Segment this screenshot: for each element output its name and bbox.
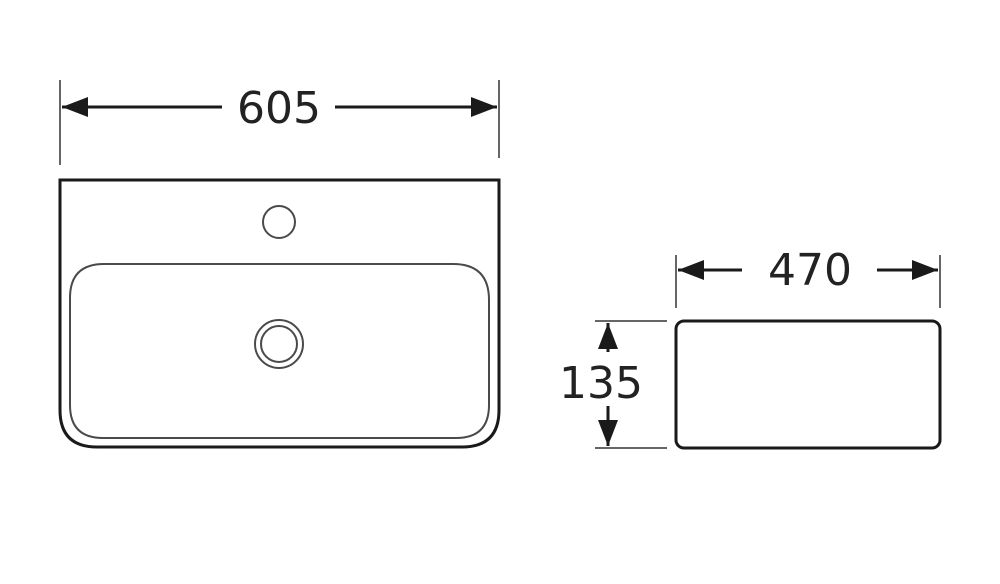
side-view-up-arrow-icon xyxy=(598,323,618,349)
side-view-width-label: 470 xyxy=(768,245,852,296)
basin-side-profile xyxy=(674,319,942,450)
side-view-height-label: 135 xyxy=(559,358,643,409)
side-view-height-dimension: 135 xyxy=(559,320,667,449)
top-view-left-arrow-icon xyxy=(62,97,88,117)
drain-inner-ring-icon xyxy=(260,325,298,363)
side-view-down-arrow-icon xyxy=(598,420,618,446)
basin-bowl-outline xyxy=(69,263,490,439)
top-view-width-dimension: 605 xyxy=(59,80,500,165)
faucet-hole-icon xyxy=(262,205,296,239)
basin-outer-outline xyxy=(58,178,501,449)
side-view-right-arrow-icon xyxy=(912,260,938,280)
side-view-width-dimension: 470 xyxy=(675,245,941,308)
side-view-left-arrow-icon xyxy=(678,260,704,280)
top-view-right-arrow-icon xyxy=(471,97,497,117)
top-view-width-label: 605 xyxy=(237,83,321,134)
drain-outer-ring-icon xyxy=(254,319,304,369)
basin-side-view xyxy=(674,319,942,450)
basin-top-view xyxy=(58,178,501,449)
